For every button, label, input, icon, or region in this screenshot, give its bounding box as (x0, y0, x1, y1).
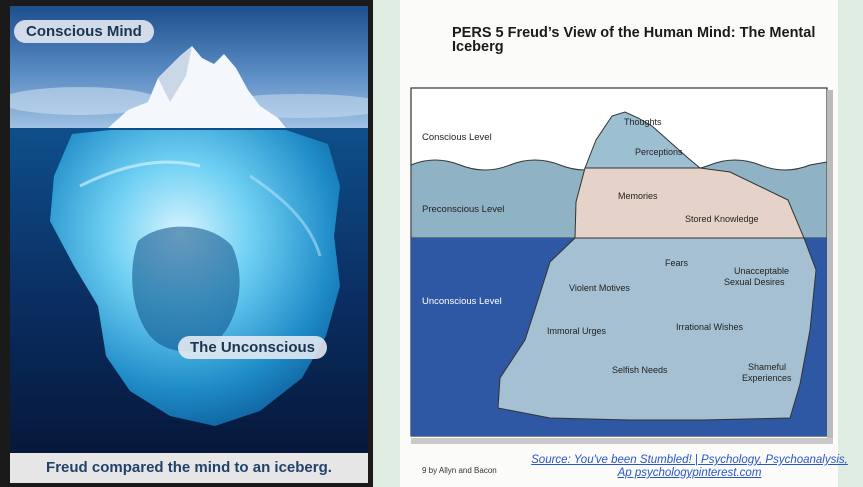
iceberg-poster: Conscious Mind The Unconscious Freud com… (10, 6, 368, 483)
page-bottom-texture (411, 438, 833, 444)
conscious-level-label: Conscious Level (422, 132, 492, 143)
experiences-label: Experiences (742, 373, 792, 383)
thoughts-label: Thoughts (624, 117, 662, 127)
page-right-margin (838, 0, 863, 487)
iceberg-tip-shape (584, 111, 702, 169)
irrational-wishes-label: Irrational Wishes (676, 322, 744, 332)
unconscious-level-label: Unconscious Level (422, 296, 502, 307)
page-edge-texture (827, 90, 833, 438)
poster-caption: Freud compared the mind to an iceberg. (10, 453, 368, 483)
iceberg-unconscious-shape (497, 237, 817, 421)
iceberg-preconscious-band (574, 167, 805, 239)
source-link-line-2[interactable]: Ap psychologypinterest.com (617, 467, 762, 479)
unacceptable-label: Unacceptable (734, 266, 789, 276)
iceberg-illustration (10, 6, 368, 458)
fears-label: Fears (665, 258, 689, 268)
source-link[interactable]: Source: You've been Stumbled! | Psycholo… (522, 454, 857, 480)
violent-motives-label: Violent Motives (569, 283, 630, 293)
conscious-mind-label: Conscious Mind (14, 20, 154, 43)
document-title: PERS 5 Freud’s View of the Human Mind: T… (452, 25, 816, 55)
iceberg-tip (108, 46, 286, 128)
page-left-margin (373, 0, 401, 487)
perceptions-label: Perceptions (635, 147, 683, 157)
copyright-note: 9 by Allyn and Bacon (422, 466, 497, 475)
stored-knowledge-label: Stored Knowledge (685, 214, 759, 224)
immoral-urges-label: Immoral Urges (547, 326, 607, 336)
unconscious-label: The Unconscious (178, 336, 328, 359)
textbook-page-panel: PERS 5 Freud’s View of the Human Mind: T… (373, 0, 863, 487)
shameful-label: Shameful (748, 362, 786, 372)
sexual-desires-label: Sexual Desires (724, 277, 785, 287)
mental-iceberg-diagram: Conscious Level Preconscious Level Uncon… (410, 87, 833, 444)
scanned-document: PERS 5 Freud’s View of the Human Mind: T… (400, 0, 848, 487)
memories-label: Memories (618, 191, 658, 201)
source-link-line-1[interactable]: Source: You've been Stumbled! | Psycholo… (531, 454, 848, 466)
selfish-needs-label: Selfish Needs (612, 365, 668, 375)
preconscious-level-label: Preconscious Level (422, 204, 504, 215)
